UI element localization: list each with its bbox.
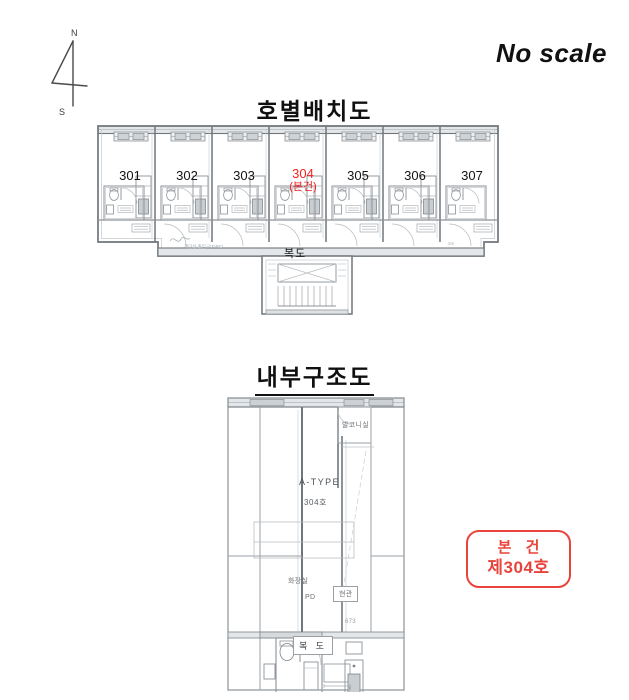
site-plan-corridor-label: 복도 — [284, 248, 307, 260]
no-scale-note: No scale — [496, 38, 607, 68]
unit-label-304-number: 304 — [292, 166, 314, 181]
unit-label-302: 302 — [176, 168, 198, 183]
interior-room-label-entrance: 현관 — [333, 586, 359, 602]
compass-needle-icon — [51, 40, 88, 107]
unit-label-307: 307 — [461, 168, 483, 183]
unit-label-306: 306 — [404, 168, 426, 183]
interior-type-label: A-TYPE — [299, 477, 340, 487]
unit-label-301: 301 — [119, 168, 141, 183]
unit-label-305: 305 — [347, 168, 369, 183]
compass-rose: N S — [42, 28, 112, 120]
subject-badge-line2: 제304호 — [487, 558, 550, 578]
interior-plan-title: 내부구조도 — [0, 358, 629, 396]
compass-north-label: N — [71, 28, 78, 38]
interior-room-label-balcony: 발코니실 — [342, 422, 369, 429]
compass-south-label: S — [59, 107, 66, 117]
interior-dimension-673: 673 — [345, 619, 356, 625]
unit-label-304-tag: (본건) — [289, 181, 317, 194]
interior-corridor-label: 복 도 — [293, 636, 334, 655]
interior-plan-title-text: 내부구조도 — [254, 358, 375, 396]
interior-room-label-pd: PD — [305, 594, 316, 601]
unit-label-303: 303 — [233, 168, 255, 183]
site-plan-drawing: 계단실 출입구(FIRE) 2m — [92, 124, 512, 339]
subject-property-badge: 본 건 제304호 — [466, 530, 571, 588]
interior-unit-label: 304호 — [304, 498, 328, 507]
unit-label-304-subject: 304 (본건) — [279, 166, 327, 194]
svg-text:2m: 2m — [448, 241, 455, 246]
subject-badge-line1: 본 건 — [497, 539, 545, 557]
svg-text:계단실 출입구(FIRE): 계단실 출입구(FIRE) — [184, 243, 224, 250]
interior-room-label-bathroom: 화장실 — [288, 578, 309, 585]
